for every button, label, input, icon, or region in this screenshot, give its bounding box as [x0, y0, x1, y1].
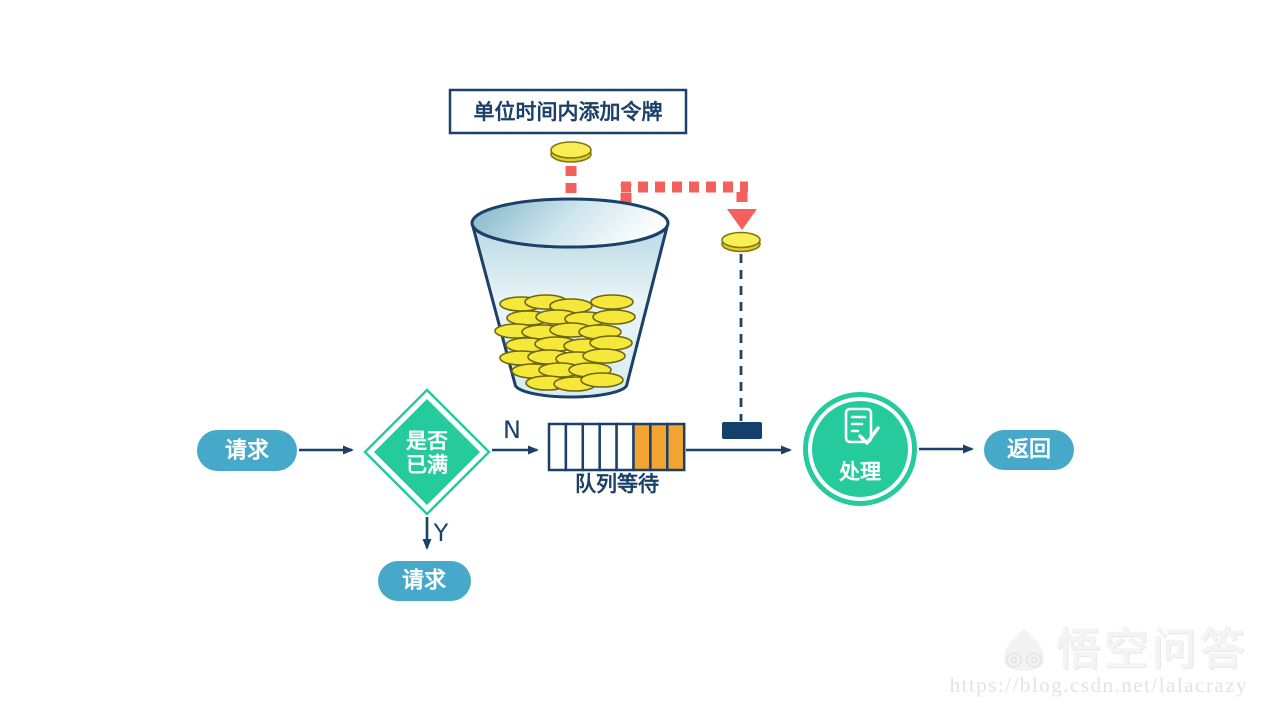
- queue-label: 队列等待: [575, 472, 659, 496]
- branch-no-label: N: [503, 416, 521, 444]
- node-return-label: 返回: [1007, 438, 1051, 463]
- flow-arrows: [299, 444, 974, 550]
- token-source-label: 单位时间内添加令牌: [474, 100, 663, 124]
- token-source-label-box: 单位时间内添加令牌: [448, 88, 688, 135]
- token-bucket: [470, 197, 670, 399]
- node-request-rejected: 请求: [378, 561, 471, 601]
- queue-cells: [547, 422, 686, 472]
- bucket-coins: [494, 294, 636, 392]
- node-request-start-label: 请求: [225, 438, 269, 464]
- node-process-label: 处理: [838, 460, 881, 484]
- token-coin-discarded: [721, 231, 761, 253]
- valve-block: [722, 422, 762, 439]
- decision-label-line2: 已满: [406, 453, 448, 477]
- document-check-icon: [844, 407, 880, 445]
- node-process: 处理: [803, 392, 917, 506]
- node-return: 返回: [984, 430, 1074, 470]
- node-decision-full: 是否 已满: [363, 388, 491, 516]
- branch-yes-label: Y: [433, 519, 449, 547]
- node-request-start: 请求: [197, 430, 297, 471]
- node-request-rejected-label: 请求: [402, 568, 446, 594]
- decision-label-line1: 是否: [406, 429, 448, 453]
- token-coin-incoming: [550, 141, 592, 163]
